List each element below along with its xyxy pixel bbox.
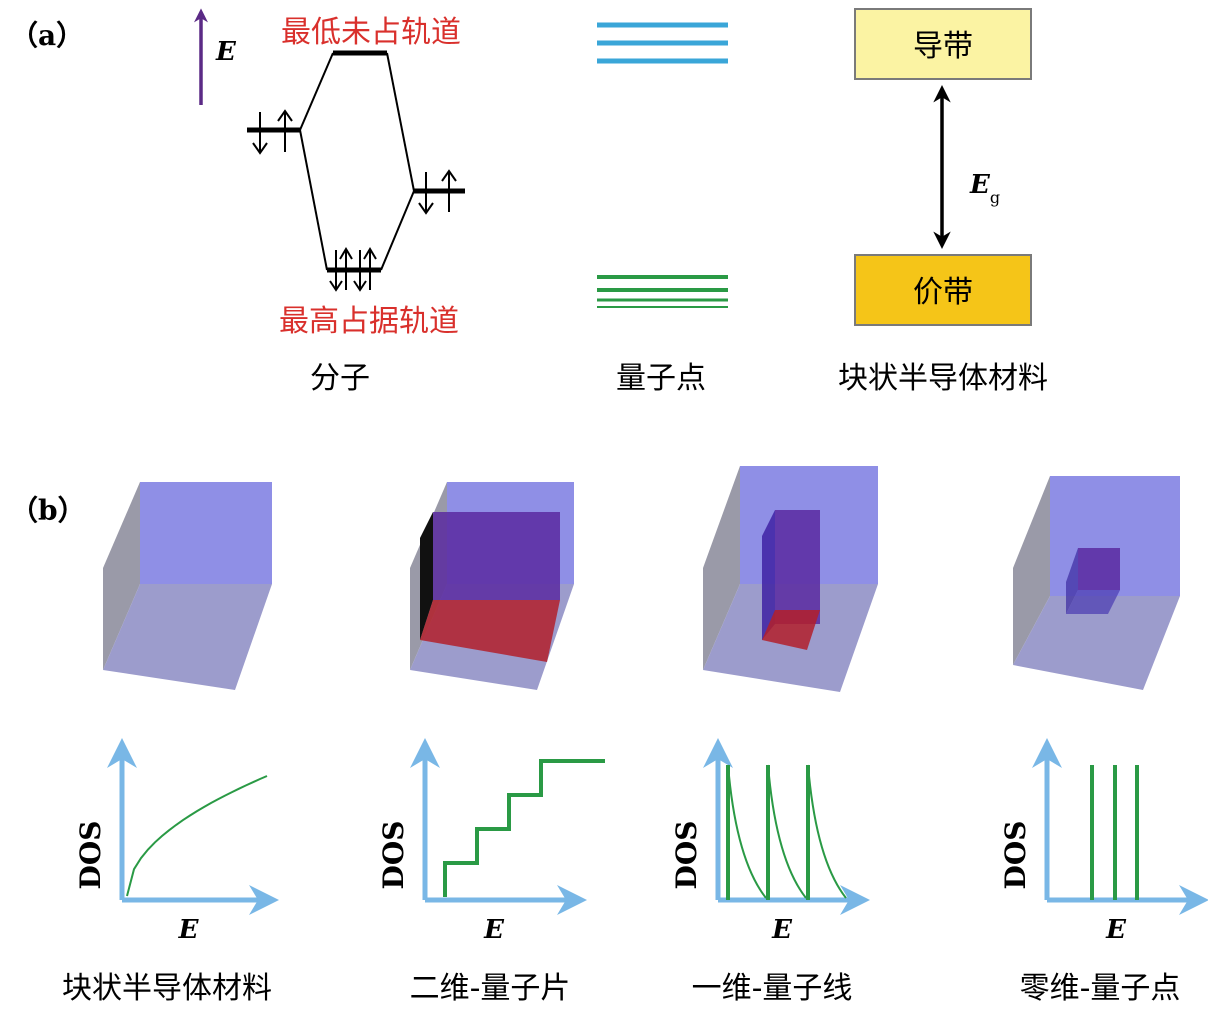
panel-a-label: （a） xyxy=(10,19,84,52)
panel-b-label: （b） xyxy=(10,494,86,527)
connector-line xyxy=(299,52,334,131)
panel-b: （b） xyxy=(10,466,1208,1006)
dot-side xyxy=(1066,548,1078,614)
cube-0d-quantum-dot xyxy=(1013,476,1180,690)
dos-y-label: DOS xyxy=(670,821,703,890)
dos-caption: 块状半导体材料 xyxy=(62,971,272,1006)
dos-x-label: E xyxy=(483,915,505,945)
slab-side xyxy=(420,512,433,640)
dos-decay-curve xyxy=(727,764,767,899)
dos-decay-curve xyxy=(807,764,847,899)
homo-label: 最高占据轨道 xyxy=(279,304,459,339)
dot-front xyxy=(1078,548,1120,590)
connector-line xyxy=(380,190,415,271)
dos-caption: 零维-量子点 xyxy=(1020,971,1181,1006)
conduction-band-box xyxy=(854,8,1032,80)
connector-line xyxy=(299,129,328,271)
qdot-caption: 量子点 xyxy=(616,361,706,396)
wire-bottom xyxy=(762,610,820,650)
wire-front xyxy=(775,510,820,624)
molecule-caption: 分子 xyxy=(310,361,370,396)
quantum-dot-levels xyxy=(597,22,728,308)
dos-y-label: DOS xyxy=(377,821,410,890)
dos-y-label: DOS xyxy=(999,821,1032,890)
dos-x-label: E xyxy=(771,915,793,945)
valence-band-label: 价带 xyxy=(913,275,973,310)
connector-line xyxy=(386,52,415,192)
cube-1d-quantum-wire xyxy=(703,466,878,692)
lumo-label: 最低未占轨道 xyxy=(281,15,461,50)
slab-bottom xyxy=(420,600,560,662)
dot-bottom xyxy=(1066,590,1120,614)
wire-side xyxy=(762,510,775,640)
energy-axis-label: E xyxy=(215,37,237,67)
spin-arrows-homo xyxy=(329,247,377,292)
bulk-caption: 块状半导体材料 xyxy=(838,361,1048,396)
slab-front xyxy=(433,512,560,600)
dos-caption: 二维-量子片 xyxy=(410,971,571,1006)
dos-curve xyxy=(443,759,605,897)
spin-arrows-right xyxy=(418,169,457,215)
cube-bulk xyxy=(103,482,272,690)
panel-a: （a） E xyxy=(10,8,1048,396)
dos-x-label: E xyxy=(1105,915,1127,945)
band-gap-label: Eg xyxy=(969,170,1000,207)
spin-arrows-left xyxy=(252,109,293,155)
valence-band-box xyxy=(854,254,1032,326)
dos-plots: DOS E 块状半导体材料 DOS E 二维-量子片 DOS E 一维-量子线 DOS E 零维-量子… xyxy=(62,738,1208,1006)
dos-x-label: E xyxy=(178,915,200,945)
dos-decay-curve xyxy=(767,764,807,899)
dos-curve xyxy=(126,775,268,897)
conduction-band-label: 导带 xyxy=(913,29,973,64)
molecular-orbital-diagram xyxy=(247,50,465,292)
cube-2d-quantum-sheet xyxy=(410,482,574,690)
dos-y-label: DOS xyxy=(74,821,107,890)
dos-caption: 一维-量子线 xyxy=(692,971,853,1006)
